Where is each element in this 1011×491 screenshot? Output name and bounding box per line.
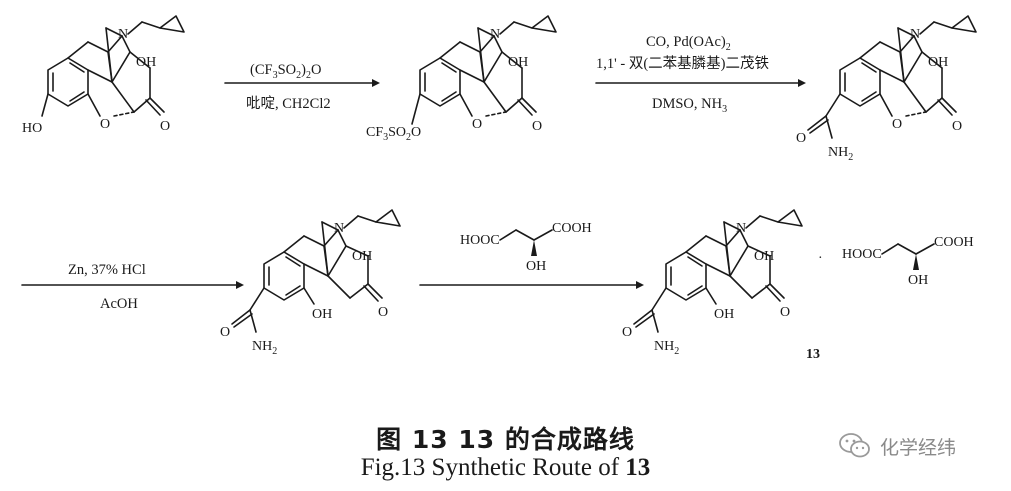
n-atom: N: [118, 27, 128, 42]
svg-text:O: O: [378, 305, 388, 320]
svg-text:DMSO, NH3: DMSO, NH3: [652, 96, 727, 115]
svg-text:N: N: [736, 221, 746, 236]
svg-text:OH: OH: [526, 259, 546, 274]
svg-text:O: O: [796, 131, 806, 146]
svg-text:OH: OH: [714, 307, 734, 322]
svg-text:O: O: [532, 119, 542, 134]
svg-text:NH2: NH2: [252, 339, 277, 357]
svg-text:OH: OH: [928, 55, 948, 70]
triflate-label: CF3SO2O: [366, 125, 421, 143]
step1-below: 吡啶, CH2Cl2: [246, 95, 331, 112]
malic-acid-salt: HOOC COOH OH: [842, 235, 974, 288]
svg-text:HOOC: HOOC: [842, 247, 882, 262]
svg-text:NH2: NH2: [828, 145, 853, 163]
synthetic-scheme: N OH O O HO (CF3SO2)2O 吡啶, CH2Cl2 N OH O…: [21, 15, 977, 362]
salt-dot: ·: [818, 251, 823, 266]
svg-text:OH: OH: [508, 55, 528, 70]
svg-text:O: O: [780, 305, 790, 320]
svg-text:OH: OH: [312, 307, 332, 322]
molecule-triflate: N OH O O CF3SO2O: [366, 15, 557, 143]
watermark: 化学经纬: [838, 432, 956, 460]
o-ketone: O: [160, 119, 170, 134]
step2-ligand: 1,1' - 双(二苯基膦基)二茂铁: [596, 55, 769, 72]
molecule-amide-phenol: N OH OH O O NH2: [220, 209, 401, 357]
compound-number: 13: [806, 347, 820, 362]
step3-above: Zn, 37% HCl: [68, 262, 146, 278]
svg-text:COOH: COOH: [934, 235, 974, 250]
oh-label: OH: [136, 55, 156, 70]
caption-english: Fig.13 Synthetic Route of 13: [360, 454, 651, 481]
svg-text:O: O: [622, 325, 632, 340]
reaction-arrow-4: HOOC COOH OH: [419, 221, 644, 289]
o-furan: O: [100, 117, 110, 132]
svg-text:O: O: [220, 325, 230, 340]
caption-chinese: 图 13 13 的合成路线: [376, 425, 635, 454]
svg-text:O: O: [472, 117, 482, 132]
step3-below: AcOH: [100, 296, 138, 312]
reaction-arrow-1: (CF3SO2)2O 吡啶, CH2Cl2: [224, 62, 380, 112]
svg-text:N: N: [910, 27, 920, 42]
svg-text:OH: OH: [754, 249, 774, 264]
svg-text:O: O: [892, 117, 902, 132]
svg-text:OH: OH: [352, 249, 372, 264]
svg-text:(CF3SO2)2O: (CF3SO2)2O: [250, 62, 321, 81]
svg-text:OH: OH: [908, 273, 928, 288]
molecule-product-13: N OH OH O O NH2: [622, 209, 803, 357]
watermark-text: 化学经纬: [880, 436, 957, 459]
svg-text:N: N: [490, 27, 500, 42]
ho-label: HO: [22, 121, 42, 136]
svg-text:O: O: [952, 119, 962, 134]
svg-text:COOH: COOH: [552, 221, 592, 236]
wechat-icon: [839, 433, 870, 458]
svg-text:CO, Pd(OAc)2: CO, Pd(OAc)2: [646, 34, 731, 53]
svg-text:NH2: NH2: [654, 339, 679, 357]
reaction-arrow-2: CO, Pd(OAc)2 1,1' - 双(二苯基膦基)二茂铁 DMSO, NH…: [595, 34, 806, 115]
svg-text:HOOC: HOOC: [460, 233, 500, 248]
molecule-amide-furan: N OH O O O NH2: [796, 15, 977, 163]
reaction-arrow-3: Zn, 37% HCl AcOH: [21, 262, 244, 312]
svg-text:N: N: [334, 221, 344, 236]
molecule-naltrexone: N OH O O HO: [22, 15, 185, 136]
